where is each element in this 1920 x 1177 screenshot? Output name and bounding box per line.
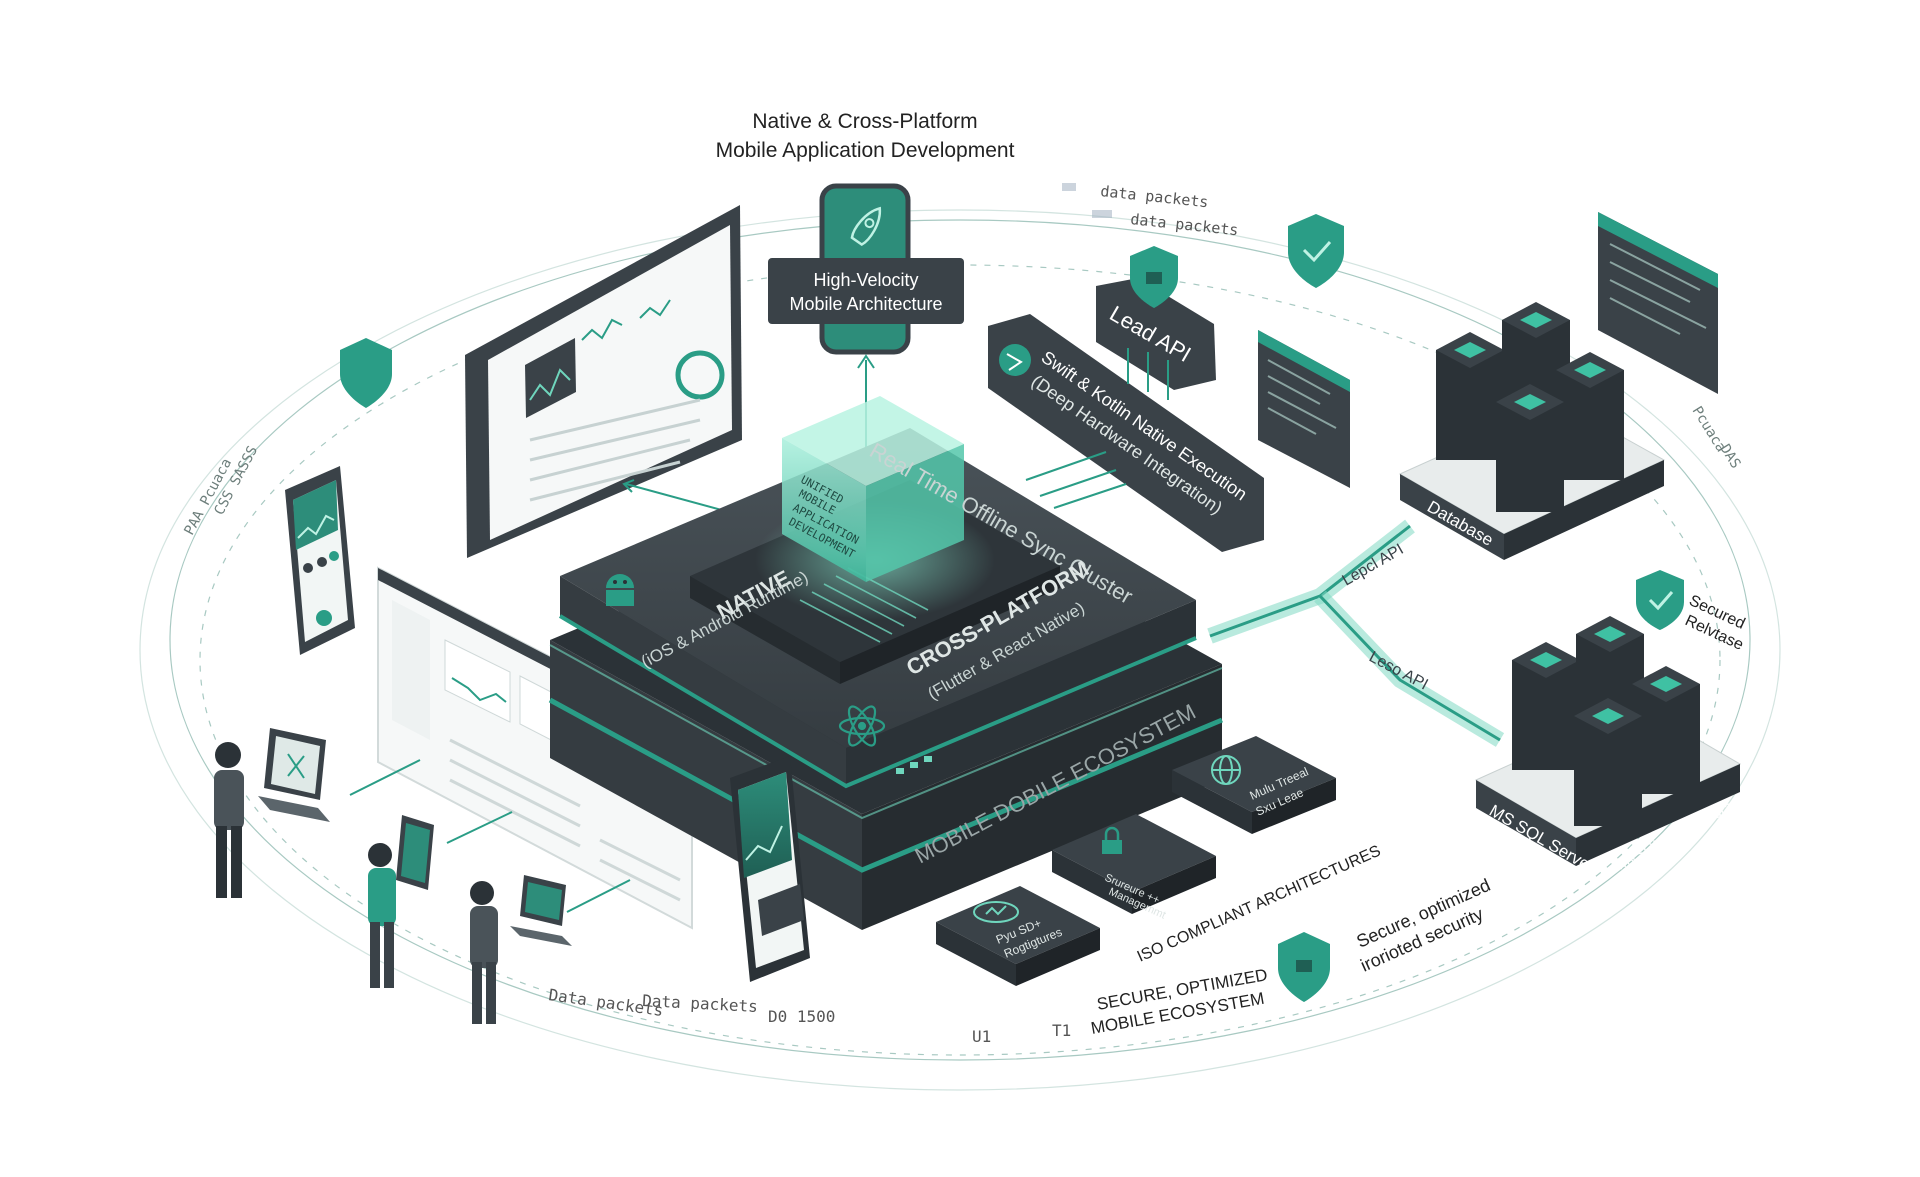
data-code-1: D0 1500 (768, 1007, 835, 1026)
chart-icon (973, 901, 1019, 923)
phone-front (730, 756, 810, 982)
laptop-icon (287, 753, 305, 779)
globe-icon (1211, 755, 1241, 785)
ring-text-right: Pcuaca DAS (1689, 404, 1744, 472)
data-code-2: U1 (972, 1027, 991, 1046)
data-packets-top-2: data packets (1130, 210, 1240, 239)
module-chart: Pyu SD+ Rogtigtures (936, 886, 1100, 986)
ring-text-left: PAA Pcuaca CSS SASSS (181, 443, 261, 537)
data-packets-top: data packets data packets (1062, 182, 1239, 239)
android-icon (606, 574, 634, 606)
top-phone-label-2: Mobile Architecture (789, 294, 942, 314)
code-panel-middle (1258, 330, 1350, 488)
database-cluster-bottom: MS SQL Server MySQL / BSO Sdrams (1474, 616, 1754, 877)
module-globe: Mulu Treeal Sxu Leae (1172, 736, 1336, 834)
lock-icon (1102, 826, 1122, 854)
dashboard-panel-top-left (465, 205, 742, 558)
data-code-3: T1 (1052, 1021, 1071, 1040)
rocket-icon (850, 206, 882, 247)
data-packets-bottom: Data packets Data packets D0 1500 U1 T1 (547, 985, 1071, 1046)
person-with-tablet (368, 815, 434, 988)
top-phone: High-Velocity Mobile Architecture (768, 183, 964, 480)
page-title: Native & Cross-Platform Mobile Applicati… (716, 110, 1015, 162)
data-packets-top-1: data packets (1100, 182, 1210, 211)
top-phone-label-1: High-Velocity (813, 270, 918, 290)
shield-check-icon (1288, 214, 1344, 288)
shield-lock-icon (1130, 246, 1178, 308)
person-with-laptop (214, 728, 330, 898)
database-icon (1436, 302, 1624, 512)
lead-api-box: Lead API (1096, 278, 1216, 400)
shield-bottom-icon (1278, 932, 1330, 1002)
phone-left (285, 466, 355, 655)
title-line-1: Native & Cross-Platform (752, 110, 977, 133)
api-links: Lepcl API Leso API (1207, 519, 1505, 747)
module-lock: Srureure ++ Managemmt (1052, 814, 1216, 922)
title-line-2: Mobile Application Development (716, 139, 1015, 162)
shield-left-icon (340, 338, 392, 408)
person-with-laptop-2 (470, 875, 572, 1024)
react-icon (838, 705, 886, 747)
shield-secured-icon (1636, 570, 1684, 630)
code-panel-right (1598, 212, 1718, 394)
